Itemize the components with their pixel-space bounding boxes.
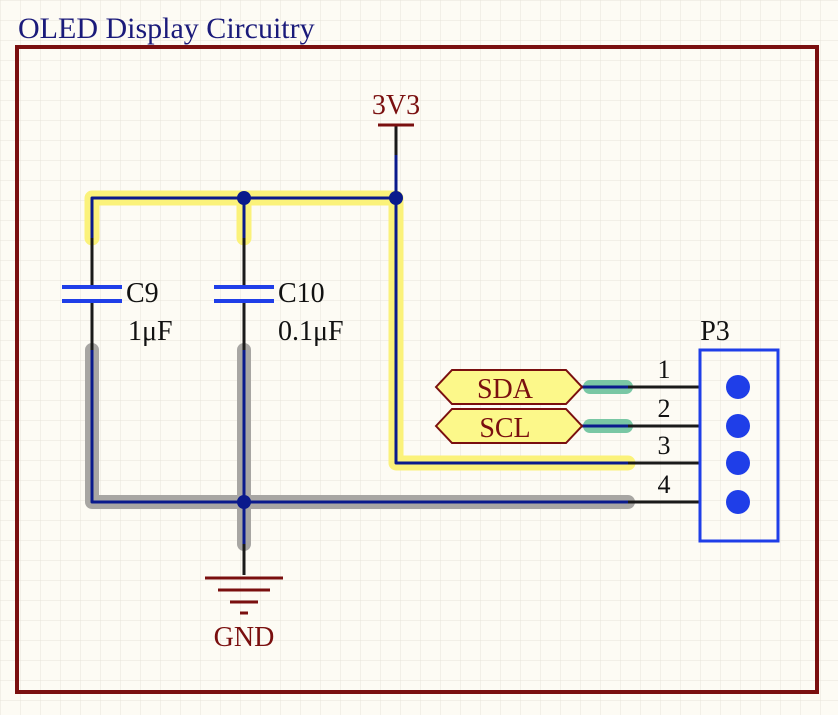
connector-pin-icon[interactable] [726,414,750,438]
power-port-label: 3V3 [372,90,420,121]
pin-number: 3 [658,431,671,460]
wire-3v3-pin3 [394,155,700,465]
connector-designator: P3 [700,316,730,347]
sheet-title: OLED Display Circuitry [18,12,315,45]
junction-dot [237,495,251,509]
ground-port-label: GND [214,622,275,653]
power-port-3v3[interactable]: 3V3 [372,90,420,127]
net-label-text: SDA [477,374,534,405]
net-label-text: SCL [479,413,530,444]
junction-dot [237,191,251,205]
pin-number: 1 [658,355,671,384]
ground-symbol-icon [205,576,283,615]
wire-gnd-pin4 [90,350,700,504]
capacitor-designator: C9 [126,278,159,309]
connector-pin-icon[interactable] [726,451,750,475]
net-label-shape [434,408,584,444]
net-label-scl[interactable]: SCL [434,408,584,444]
connector-pin-icon[interactable] [726,490,750,514]
ground-port[interactable]: GND [205,576,283,653]
pin-stubs [90,125,700,575]
connector-pin-icon[interactable] [726,375,750,399]
capacitor-designator: C10 [278,278,325,309]
connector-body [698,348,780,543]
connector-p3[interactable]: P3 1 2 3 4 [658,316,780,543]
net-label-sda[interactable]: SDA [434,369,584,405]
pin-number: 4 [658,470,671,499]
capacitor-value: 1μF [128,316,173,347]
net-label-shape [434,369,584,405]
sheet-frame [15,45,819,694]
pin-number: 2 [658,394,671,423]
junction-dot [389,191,403,205]
capacitor-value: 0.1μF [278,316,344,347]
capacitor-c9[interactable]: C9 1μF [62,278,173,347]
capacitor-c10[interactable]: C10 0.1μF [214,278,344,347]
wire-3v3-bus [90,196,396,238]
junctions [237,191,403,509]
